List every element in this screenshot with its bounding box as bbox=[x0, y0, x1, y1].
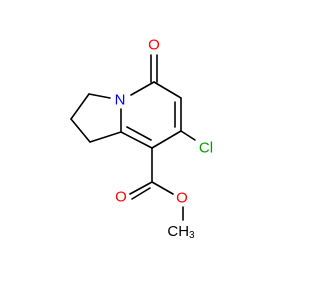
methyl-subscript: 3 bbox=[189, 230, 195, 241]
bond-c3-c2 bbox=[70, 93, 90, 120]
bond-c5-c6 bbox=[153, 81, 182, 99]
bond-n-c3 bbox=[88, 93, 111, 99]
chlorine-label: Cl bbox=[199, 140, 213, 157]
bond-c7-c8 bbox=[151, 130, 182, 149]
bond-cester-o-double-a bbox=[129, 181, 153, 195]
ester-oxygen-label: O bbox=[176, 190, 188, 207]
bond-n-c5 bbox=[130, 81, 155, 96]
ring-nitrogen-label: N bbox=[115, 92, 126, 109]
molecule-structure: O N Cl O O CH3 bbox=[70, 37, 213, 241]
methyl-label: CH3 bbox=[167, 223, 195, 241]
bond-c2-c1 bbox=[70, 118, 91, 143]
bond-c8-c8a-inner bbox=[126, 126, 152, 141]
methyl-carbon-text: CH bbox=[167, 223, 189, 240]
bond-cester-o-double-b bbox=[131, 187, 151, 200]
bond-cester-o-single bbox=[151, 181, 174, 195]
ketone-oxygen-label: O bbox=[148, 37, 160, 54]
bond-c8-c8a-outer bbox=[120, 131, 153, 149]
bond-c1-c8a bbox=[89, 131, 122, 143]
bond-c7-cl bbox=[180, 130, 196, 141]
carbonyl-oxygen-label: O bbox=[115, 189, 127, 206]
